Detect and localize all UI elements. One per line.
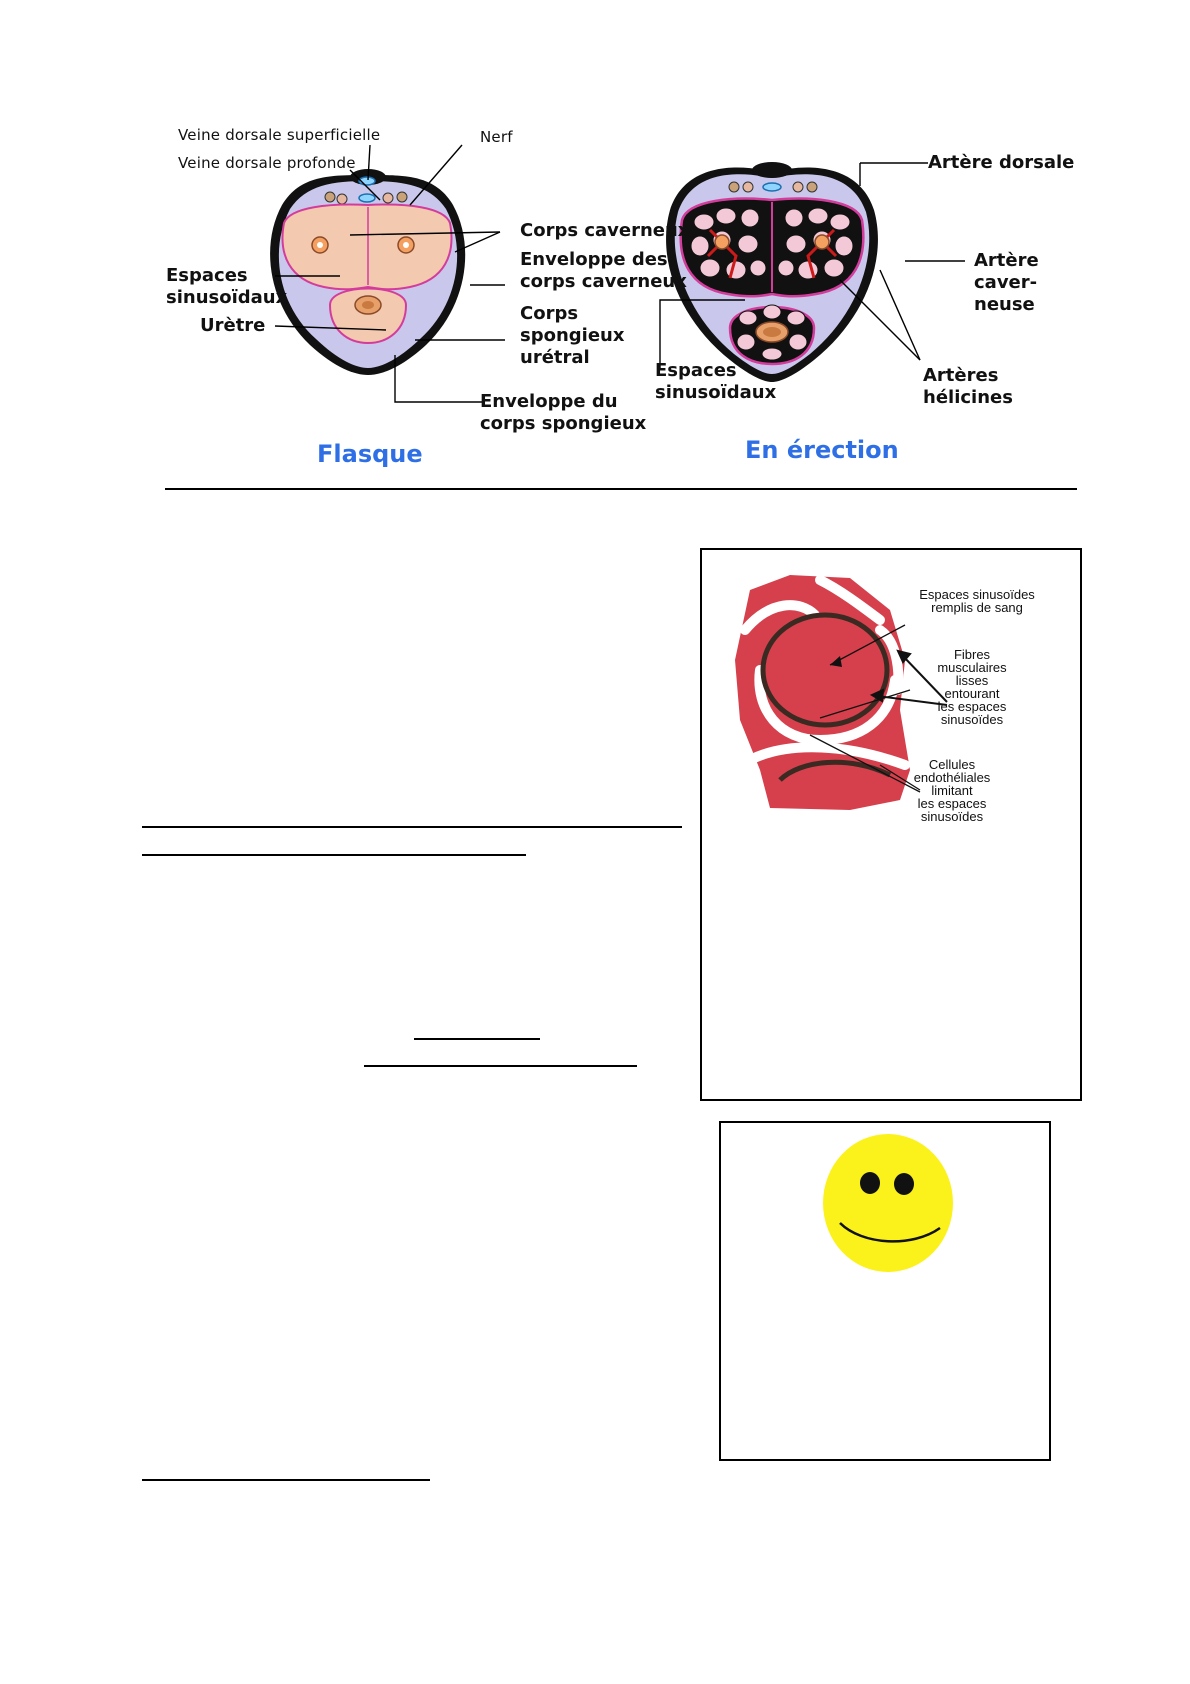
underline-rule-3 [414,1038,540,1040]
label-artere-dorsale: Artère dorsale [928,152,1075,173]
label-env-spongieux-2: corps spongieux [480,413,647,434]
erect-cross-section-illustration [666,162,878,382]
label-espaces-left-1: Espaces [166,265,248,286]
label-artere-caverneuse-2: caver- [974,272,1038,293]
underline-rule-4 [364,1065,637,1067]
label-enveloppe-caverneux-1: Enveloppe des [520,249,668,270]
caption-flasque: Flasque [317,440,423,468]
micro-label-espaces-2: remplis de sang [931,600,1023,615]
micro-label-fibres-5: les espaces [937,699,1007,714]
micro-label-cellules-3: limitant [931,783,973,798]
label-env-spongieux-1: Enveloppe du [480,391,618,412]
label-veine-superficielle: Veine dorsale superficielle [178,126,381,144]
caption-erection: En érection [745,436,899,464]
label-espaces-mid-2: sinusoïdaux [655,382,777,403]
micro-label-fibres-3: lisses [955,673,989,688]
micro-label-fibres-1: Fibres [953,647,991,662]
label-artere-caverneuse-1: Artère [974,250,1039,271]
sinusoid-tissue-illustration [730,570,921,815]
micro-label-fibres-4: entourant [944,686,1000,701]
underline-rule-5 [142,1479,430,1481]
micro-label-fibres-6: sinusoïdes [940,712,1004,727]
micro-label-cellules-5: sinusoïdes [920,809,984,824]
smiley-box [719,1121,1051,1461]
label-artere-caverneuse-3: neuse [974,294,1035,315]
micro-label-cellules-4: les espaces [917,796,987,811]
underline-rule-1 [142,826,682,828]
label-enveloppe-caverneux-2: corps caverneux [520,271,687,292]
label-espaces-left-2: sinusoïdaux [166,287,288,308]
micro-label-cellules-2: endothéliales [913,770,991,785]
label-spongieux-2: spongieux [520,325,625,346]
micro-label-cellules-1: Cellules [928,757,976,772]
label-spongieux-3: urétral [520,347,590,368]
leader-lines [274,144,965,403]
label-spongieux-1: Corps [520,303,579,324]
label-espaces-mid-1: Espaces [655,360,737,381]
micro-label-fibres-2: musculaires [937,660,1007,675]
smiley-face-icon [823,1134,953,1272]
label-arteres-helicines-2: hélicines [923,387,1013,408]
sinusoid-figure-box: Espaces sinusoïdes remplis de sang Fibre… [700,548,1082,1101]
label-nerf: Nerf [480,128,513,146]
label-veine-profonde: Veine dorsale profonde [178,154,356,172]
arrows-to-fibres [869,649,948,706]
underline-rule-2 [142,854,526,856]
label-corps-caverneux: Corps caverneux [520,220,690,241]
figure-separator-line [165,488,1077,490]
label-uretre: Urètre [200,315,266,336]
micro-label-espaces-1: Espaces sinusoïdes [919,587,1035,602]
label-arteres-helicines-1: Artères [923,365,999,386]
flaccid-cross-section-illustration [270,169,466,375]
